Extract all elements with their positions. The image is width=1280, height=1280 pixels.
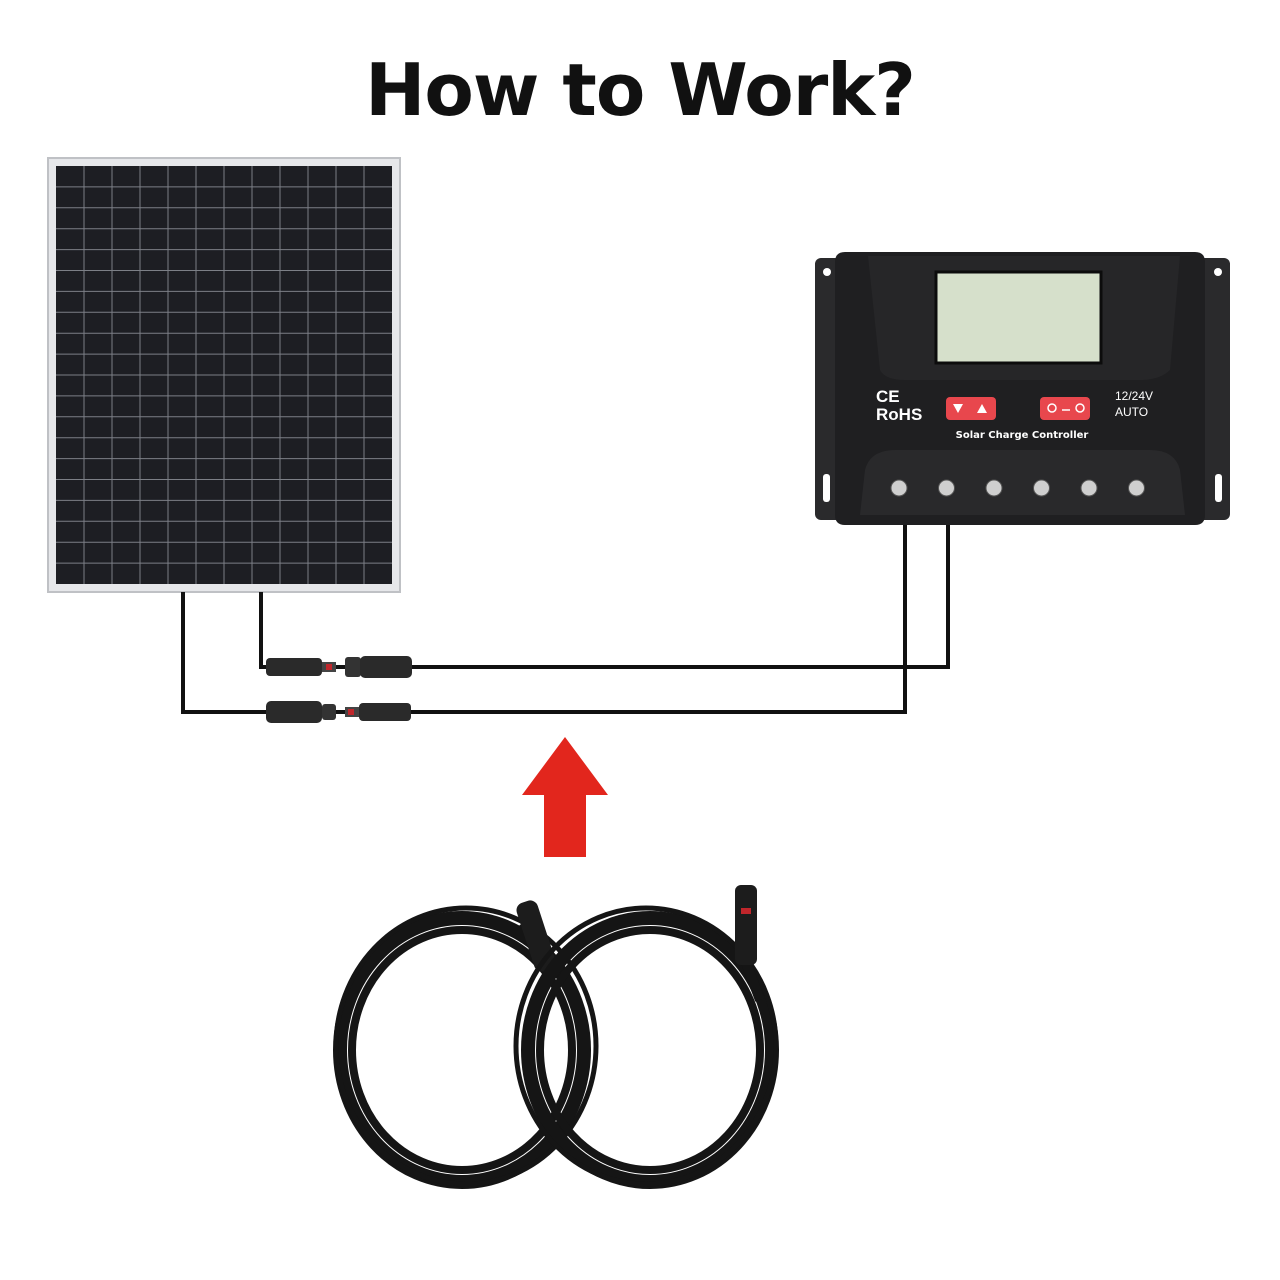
screw-terminal xyxy=(1080,479,1098,497)
lcd-screen xyxy=(934,270,1103,365)
page-title: How to Work? xyxy=(365,48,916,132)
screw-terminal xyxy=(1128,479,1145,497)
cable-coil-left xyxy=(333,900,599,1189)
mc4-female-connector-bottom xyxy=(266,701,336,723)
down-arrow-icon xyxy=(953,404,963,413)
solar-panel xyxy=(47,157,401,593)
light-bulb-icon xyxy=(1047,403,1057,413)
red-up-arrow-icon xyxy=(522,737,608,857)
up-down-button[interactable] xyxy=(946,397,996,420)
light-toggle-button[interactable] xyxy=(1040,397,1090,420)
voltage-label: 12/24V xyxy=(1115,389,1153,403)
screw-terminal xyxy=(1033,479,1050,497)
mc4-connectors xyxy=(266,656,412,723)
screw-terminal xyxy=(890,479,908,497)
mc4-connector-left xyxy=(516,900,556,972)
controller-label: Solar Charge Controller xyxy=(956,430,1089,441)
mc4-male-connector-top xyxy=(266,658,336,676)
mode-label: AUTO xyxy=(1115,405,1148,419)
up-arrow-icon xyxy=(977,404,987,413)
screw-terminal xyxy=(985,479,1003,497)
mc4-male-connector-bottom xyxy=(345,703,411,721)
cable-wires xyxy=(181,518,950,714)
extension-cable-coils xyxy=(333,885,779,1189)
solar-charge-controller: CE RoHS 12/24V AUTO Solar Charge Control… xyxy=(815,252,1230,525)
screw-terminal xyxy=(938,479,955,497)
rohs-mark: RoHS xyxy=(876,405,922,424)
cable-coil-right xyxy=(513,885,779,1189)
ce-mark: CE xyxy=(876,387,900,406)
mc4-connector-right xyxy=(735,885,757,965)
light-bulb-icon xyxy=(1075,403,1085,413)
mc4-female-connector-top xyxy=(345,656,412,678)
